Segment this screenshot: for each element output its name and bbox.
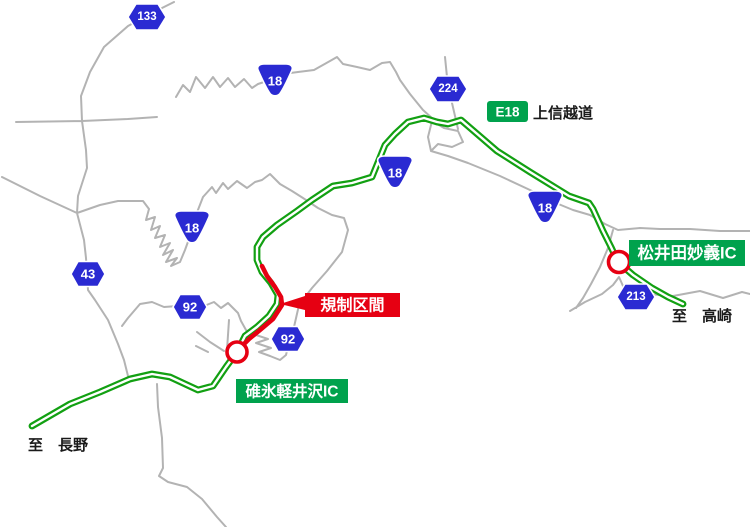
route-badge-pref-92-a: 92 xyxy=(172,293,208,321)
regulation-badge xyxy=(305,293,400,317)
prefectural-route-icon xyxy=(616,283,656,311)
route-badge-national-18-c: 18 xyxy=(376,155,414,189)
prefectural-route-icon xyxy=(428,75,468,103)
route-number: 43 xyxy=(81,267,95,282)
ic-name-east: 松井田妙義IC xyxy=(638,243,737,263)
ic-plate-matsuida-myogi: 松井田妙義IC xyxy=(629,240,745,266)
route-badge-pref-133: 133 xyxy=(127,3,167,31)
prefectural-route-icon xyxy=(270,325,306,353)
route-badge-pref-43: 43 xyxy=(70,260,106,288)
regulated-section-line xyxy=(239,263,285,349)
route-number: 18 xyxy=(268,74,282,89)
national-route-icon xyxy=(256,63,294,97)
ic-marker-matsuida-myogi xyxy=(606,249,632,275)
route-badge-national-18-b: 18 xyxy=(173,210,211,244)
ic-badge xyxy=(629,240,745,266)
route-badge-national-18-d: 18 xyxy=(526,190,564,224)
route-badge-pref-224: 224 xyxy=(428,75,468,103)
regulation-callout: 規制区間 xyxy=(280,293,400,317)
national-route-icon xyxy=(376,155,414,189)
expressway-code: E18 xyxy=(495,105,520,120)
expressway-name-plate: E18 上信越道 xyxy=(487,101,593,122)
route-badge-pref-213: 213 xyxy=(616,283,656,311)
ic-badge xyxy=(236,379,348,403)
prefectural-route-icon xyxy=(172,293,208,321)
route-number: 18 xyxy=(185,221,199,236)
ic-name-west: 碓氷軽井沢IC xyxy=(245,382,338,401)
national-route-icon xyxy=(173,210,211,244)
route-number: 133 xyxy=(137,11,156,23)
route-badge-pref-92-b: 92 xyxy=(270,325,306,353)
expressway-name: 上信越道 xyxy=(533,104,593,122)
national-route-icon xyxy=(526,190,564,224)
prefectural-route-icon xyxy=(127,3,167,31)
route-number: 224 xyxy=(438,83,458,95)
route-badge-national-18-a: 18 xyxy=(256,63,294,97)
ic-plate-usui-karuizawa: 碓氷軽井沢IC xyxy=(236,379,348,403)
route-number: 213 xyxy=(626,291,645,303)
expressway-line-median xyxy=(30,116,685,428)
route-number: 18 xyxy=(538,201,552,216)
route-number: 92 xyxy=(183,300,197,315)
prefectural-route-icon xyxy=(70,260,106,288)
callout-pointer xyxy=(280,296,305,310)
direction-label-takasaki: 至 高崎 xyxy=(672,307,732,325)
expressway-code-badge xyxy=(487,101,528,122)
route-number: 18 xyxy=(388,166,402,181)
ic-marker-usui-karuizawa xyxy=(225,340,249,364)
route-number: 92 xyxy=(281,332,295,347)
regulation-label: 規制区間 xyxy=(320,297,384,315)
direction-label-nagano: 至 長野 xyxy=(28,437,88,454)
